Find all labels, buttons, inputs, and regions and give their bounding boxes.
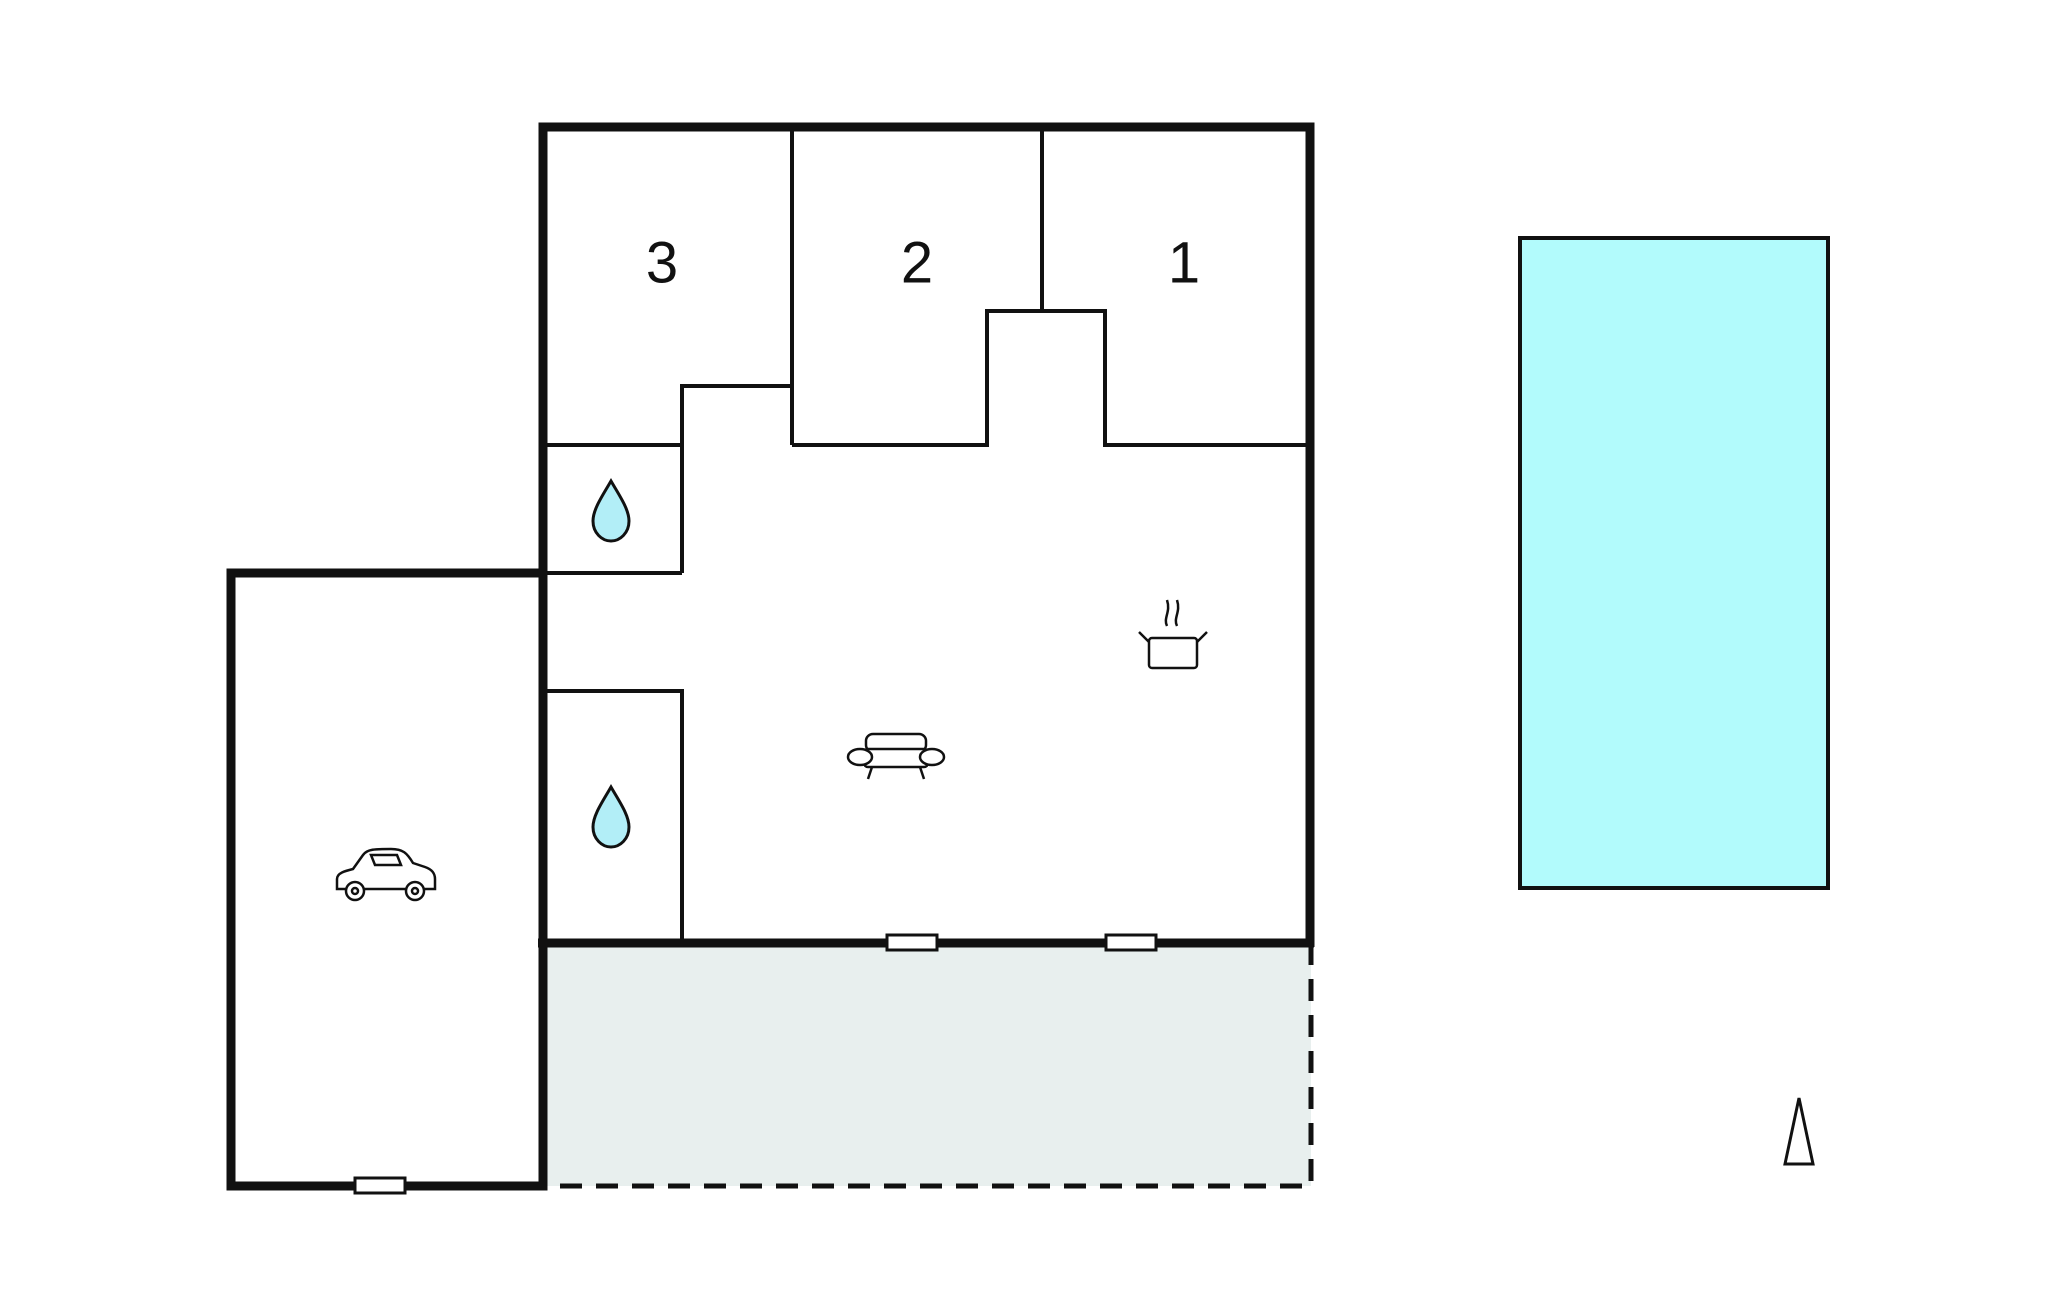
swimming-pool	[1518, 236, 1830, 890]
room-label-bedroom-2: 2	[901, 230, 933, 295]
room-label-bedroom-3: 3	[646, 230, 678, 295]
interior-walls	[541, 127, 1310, 943]
window-garage	[353, 1176, 407, 1195]
terrace	[543, 943, 1314, 1189]
water-drop-icon	[591, 477, 631, 543]
window-terrace-right	[1104, 933, 1158, 952]
room-label-bedroom-1: 1	[1168, 230, 1200, 295]
water-drop-icon	[591, 783, 631, 849]
car-icon	[335, 847, 437, 902]
windows	[353, 933, 1158, 1195]
north-arrow-icon	[1783, 1097, 1815, 1166]
cooking-pot-icon	[1138, 599, 1208, 670]
window-terrace-left	[885, 933, 939, 952]
sofa-icon	[846, 732, 946, 780]
